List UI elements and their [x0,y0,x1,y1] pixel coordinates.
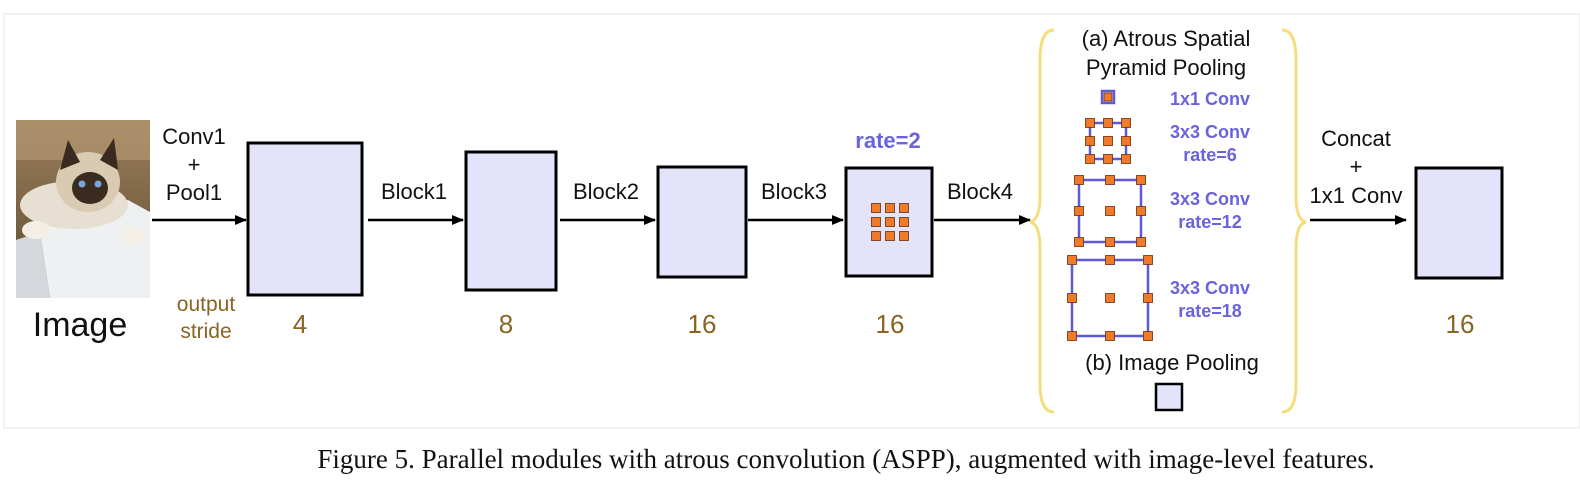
kernel-tap [1136,237,1146,247]
kernel-tap [899,231,909,241]
figure-caption: Figure 5. Parallel modules with atrous c… [317,444,1374,474]
kernel-tap [1136,206,1146,216]
fusion-label-line2: + [1350,154,1363,179]
aspp-left-brace [1029,28,1055,414]
kernel-tap [1143,255,1153,265]
kernel-tap [1103,154,1113,164]
aspp-branch-label-4-line2: rate=18 [1178,301,1242,321]
cat-photo [16,120,150,298]
kernel-tap [1103,136,1113,146]
kernel-tap [899,217,909,227]
kernel-tap [1121,154,1131,164]
kernel-tap [871,231,881,241]
stride-value-2: 8 [499,309,513,339]
kernel-tap [1085,136,1095,146]
stride-caption-line1: output [177,293,236,316]
block-label-2: Block2 [573,179,639,204]
aspp-branch-1x1 [1100,89,1116,105]
image-pooling-box [1154,382,1184,412]
kernel-tap [1103,92,1113,102]
aspp-branch-label-2-line1: 3x3 Conv [1170,122,1250,142]
kernel-tap [1105,293,1115,303]
aspp-right-brace [1281,28,1307,414]
kernel-tap [1121,118,1131,128]
kernel-tap [1085,154,1095,164]
kernel-tap [1143,331,1153,341]
kernel-tap [885,231,895,241]
kernel-tap [1067,331,1077,341]
aspp-branch-rate18 [1067,255,1153,341]
output-stride-value: 16 [1446,309,1475,339]
kernel-outline [1100,89,1116,105]
feature-map-2 [464,150,558,292]
aspp-branch-label-1: 1x1 Conv [1170,89,1250,109]
kernel-tap [1105,331,1115,341]
kernel-tap [1105,175,1115,185]
aspp-branch-label-4-line1: 3x3 Conv [1170,278,1250,298]
aspp-branch-label-2-line2: rate=6 [1183,145,1237,165]
kernel-tap [1136,175,1146,185]
aspp-branch-rate12 [1074,175,1146,247]
block-label-3: Block3 [761,179,827,204]
stride-value-3: 16 [688,309,717,339]
kernel-tap [1121,136,1131,146]
kernel-tap [1103,118,1113,128]
kernel-tap [871,203,881,213]
stem-label-line3: Pool1 [166,180,222,205]
figure-frame [3,13,1580,429]
kernel-tap [1085,118,1095,128]
kernel-tap [885,203,895,213]
kernel-tap [1074,237,1084,247]
kernel-tap [899,203,909,213]
stride-caption-line2: stride [180,320,231,343]
feature-map-3 [656,165,748,279]
stem-label-line2: + [188,152,201,177]
kernel-tap [1074,206,1084,216]
aspp-title-line2: Pyramid Pooling [1086,55,1246,80]
stem-label-line1: Conv1 [162,124,226,149]
output-feature-map [1414,166,1504,280]
kernel-tap [1105,255,1115,265]
feature-map-1 [246,141,364,297]
kernel-tap [885,217,895,227]
stride-value-1: 4 [293,309,307,339]
rate2-kernel-taps [871,203,909,241]
aspp-branch-rate6 [1085,118,1131,164]
fusion-label-line1: Concat [1321,126,1391,151]
input-label: Image [33,306,128,344]
kernel-tap [1105,206,1115,216]
aspp-title-line1: (a) Atrous Spatial [1082,26,1251,51]
block4-rate-label: rate=2 [855,128,920,153]
block-label-1: Block1 [381,179,447,204]
fusion-label-line3: 1x1 Conv [1310,183,1403,208]
kernel-tap [871,217,881,227]
block-label-4: Block4 [947,179,1013,204]
stride-value-4: 16 [876,309,905,339]
aspp-branch-label-3-line1: 3x3 Conv [1170,189,1250,209]
kernel-tap [1067,293,1077,303]
aspp-branch-label-3-line2: rate=12 [1178,212,1242,232]
kernel-tap [1067,255,1077,265]
kernel-tap [1074,175,1084,185]
image-pooling-label: (b) Image Pooling [1085,350,1259,375]
kernel-tap [1105,237,1115,247]
kernel-tap [1143,293,1153,303]
